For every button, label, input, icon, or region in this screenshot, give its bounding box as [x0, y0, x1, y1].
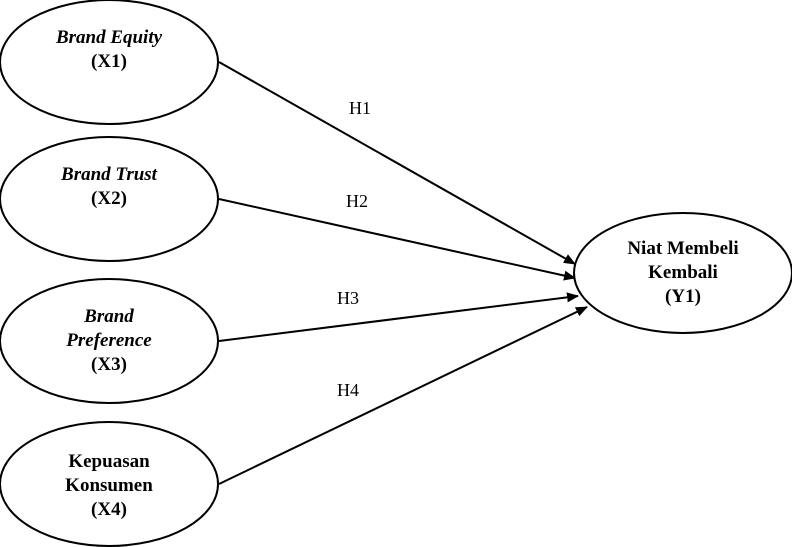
hypothesis-h4-label: H4: [337, 380, 359, 400]
node-x4-label: Kepuasan Konsumen (X4): [0, 450, 218, 522]
node-x3-label: Brand Preference (X3): [0, 305, 218, 377]
node-y1-label: Niat Membeli Kembali (Y1): [574, 237, 792, 309]
arrow-h4: [218, 306, 588, 485]
arrow-h2: [218, 198, 576, 281]
node-x2-title: Brand Trust: [61, 164, 157, 185]
node-y1-code: (Y1): [665, 286, 701, 307]
node-y1-title-line2: Kembali: [648, 262, 718, 283]
node-x1-code: (X1): [91, 51, 127, 72]
node-x4-code: (X4): [91, 499, 127, 520]
arrow-h1: [218, 61, 576, 265]
node-x2-ellipse[interactable]: [0, 136, 219, 262]
node-x4-ellipse[interactable]: [0, 421, 219, 547]
node-x3-title-line1: Brand: [84, 306, 134, 327]
hypothesis-h1-label: H1: [349, 98, 371, 118]
node-x4-title-line2: Konsumen: [65, 475, 153, 496]
node-x2-label: Brand Trust (X2): [0, 163, 218, 211]
hypothesis-h2-label: H2: [346, 191, 368, 211]
node-y1-title-line1: Niat Membeli: [627, 238, 739, 259]
node-x3-ellipse[interactable]: [0, 278, 219, 404]
node-x3-title-line2: Preference: [66, 330, 152, 351]
node-x3-code: (X3): [91, 354, 127, 375]
node-x1-ellipse[interactable]: [0, 0, 219, 125]
hypothesis-h3-label: H3: [337, 288, 359, 308]
node-x1-label: Brand Equity (X1): [0, 26, 218, 74]
arrow-h3: [218, 292, 579, 342]
node-x2-code: (X2): [91, 188, 127, 209]
node-x1-title: Brand Equity: [55, 27, 163, 48]
node-x4-title-line1: Kepuasan: [68, 451, 150, 472]
